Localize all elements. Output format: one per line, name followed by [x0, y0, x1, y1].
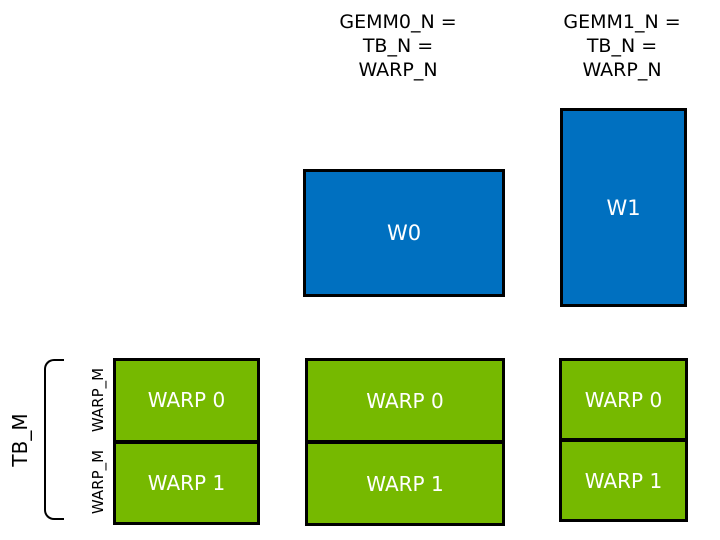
warp0-cell: WARP 0	[113, 358, 260, 443]
warp-m-label-row0: WARP_M	[89, 367, 107, 433]
header-line: TB_N =	[586, 35, 658, 57]
tb-m-label: TB_M	[8, 413, 32, 467]
warp-box-w0: W0	[303, 169, 505, 297]
warp-box-w1-label: W1	[606, 195, 641, 220]
tb-m-bracket	[44, 359, 64, 520]
green-warp-block-middle: WARP 0 WARP 1	[305, 358, 505, 526]
gemm1-n-header-label: GEMM1_N = TB_N = WARP_N	[517, 10, 720, 82]
header-line: GEMM1_N =	[563, 11, 681, 33]
header-line: GEMM0_N =	[339, 11, 457, 33]
warp-box-w0-label: W0	[386, 221, 422, 245]
header-line: TB_N =	[362, 35, 434, 57]
warp0-cell: WARP 0	[559, 358, 688, 441]
green-warp-block-right: WARP 0 WARP 1	[559, 358, 688, 522]
warp1-cell: WARP 1	[559, 439, 688, 522]
header-line: WARP_N	[582, 59, 662, 81]
green-warp-block-left: WARP 0 WARP 1	[113, 358, 260, 525]
warp0-cell: WARP 0	[305, 358, 505, 443]
gemm0-n-header-label: GEMM0_N = TB_N = WARP_N	[293, 10, 503, 82]
warp1-cell: WARP 1	[113, 440, 260, 525]
warp-box-w1: W1	[560, 108, 687, 307]
header-line: WARP_N	[358, 59, 438, 81]
warp1-cell: WARP 1	[305, 441, 505, 526]
warp-m-label-row1: WARP_M	[89, 449, 107, 515]
